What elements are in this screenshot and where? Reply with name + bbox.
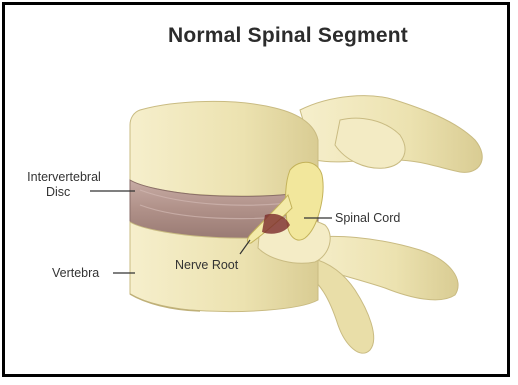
spinal-cord-label: Spinal Cord: [335, 211, 400, 226]
disc-label-line1: Intervertebral: [22, 170, 106, 185]
nerve-root-label: Nerve Root: [175, 258, 238, 273]
vertebra-label: Vertebra: [52, 266, 99, 281]
diagram-title: Normal Spinal Segment: [118, 24, 458, 48]
intervertebral-disc-label: Intervertebral Disc: [22, 170, 106, 200]
disc-label-line2: Disc: [22, 185, 106, 200]
